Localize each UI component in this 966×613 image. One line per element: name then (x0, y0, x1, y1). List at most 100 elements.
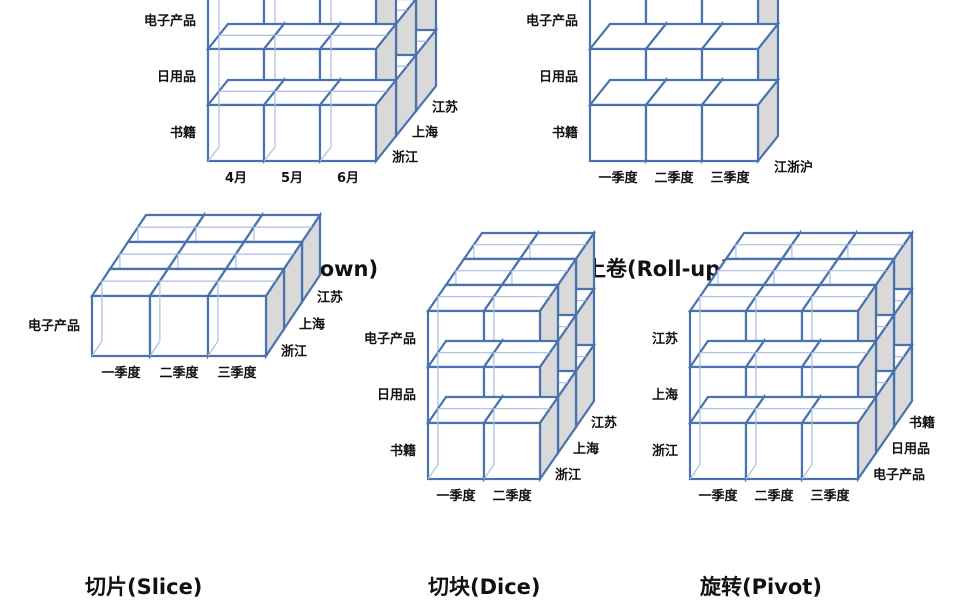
cube-hidden-edge (319, 146, 332, 162)
cube-hidden-edges (101, 280, 160, 342)
panel-rollup: 电子产品日用品书籍一季度二季度三季度江浙沪上卷(Roll-up) (526, 0, 813, 281)
cube-hidden-edges (755, 408, 812, 465)
cube-hidden-edges (699, 352, 756, 409)
panel-dice: 电子产品日用品书籍一季度二季度江苏上海浙江切块(Dice) (364, 229, 617, 599)
cube-hidden-edges (330, 0, 332, 36)
depth-label: 江浙沪 (774, 160, 813, 176)
cube-hidden-edge (263, 146, 276, 162)
row-label: 日用品 (539, 70, 578, 85)
column-label: 二季度 (159, 365, 199, 381)
cube-front-face (482, 421, 542, 481)
column-label: 4月 (225, 171, 247, 186)
column-label: 二季度 (754, 488, 794, 504)
row-label: 江苏 (652, 331, 678, 347)
cube-hidden-edges (493, 296, 550, 353)
row-label: 电子产品 (364, 331, 416, 347)
cube-front-face (206, 294, 268, 358)
cube-hidden-edge (801, 464, 813, 480)
depth-label: 浙江 (281, 344, 307, 360)
cube-front-face (800, 421, 860, 481)
cube-hidden-edge (745, 464, 757, 480)
panel-title: 切片(Slice) (85, 575, 202, 599)
cube-cell (205, 265, 287, 360)
column-label: 二季度 (492, 488, 532, 504)
column-label: 三季度 (217, 365, 257, 381)
depth-label: 江苏 (591, 415, 617, 431)
panel-title: 切块(Dice) (428, 575, 541, 599)
cube-hidden-edge (207, 146, 220, 162)
panel-title: 旋转(Pivot) (699, 575, 822, 599)
depth-label: 日用品 (891, 442, 930, 457)
cube-front-face (744, 421, 804, 481)
cube-hidden-edges (437, 296, 494, 353)
panel-pivot: 江苏上海浙江一季度二季度三季度 书籍日用品电子产品旋转(Pivot) (652, 229, 935, 599)
column-label: 三季度 (810, 488, 850, 504)
cube-hidden-edges (811, 408, 868, 465)
cube-hidden-edge (91, 340, 103, 357)
cube-front-face (644, 103, 704, 163)
depth-label: 电子产品 (873, 467, 925, 483)
row-label: 书籍 (170, 125, 196, 141)
cube-cell (699, 76, 781, 165)
column-label: 三季度 (710, 170, 750, 186)
depth-label: 江苏 (317, 290, 343, 306)
cube-hidden-edges (811, 352, 868, 409)
cube-hidden-edges (218, 34, 275, 92)
column-label: 6月 (337, 171, 359, 186)
cube-hidden-edges (218, 90, 275, 148)
row-label: 浙江 (652, 443, 678, 459)
cube-hidden-edge (689, 464, 701, 480)
cube-front-face (318, 103, 378, 163)
cube-hidden-edges (274, 34, 331, 92)
cube-hidden-edges (437, 408, 494, 465)
depth-label: 上海 (412, 125, 438, 141)
row-label: 日用品 (377, 388, 416, 403)
depth-label: 书籍 (909, 415, 935, 431)
cube-cell (799, 393, 879, 483)
cube-hidden-edge (149, 340, 161, 357)
cube-hidden-edges (159, 280, 218, 342)
cube-cell (317, 76, 399, 165)
cube-front-face (426, 421, 486, 481)
row-label: 书籍 (390, 443, 416, 459)
cube-hidden-edges (493, 352, 550, 409)
cube-front-face (148, 294, 210, 358)
cube-front-face (588, 103, 648, 163)
cube-hidden-edge (427, 464, 439, 480)
cube-cell (481, 393, 561, 483)
cube-front-face (700, 103, 760, 163)
column-label: 二季度 (654, 170, 694, 186)
cube-front-face (206, 103, 266, 163)
row-label: 电子产品 (526, 13, 578, 29)
column-label: 5月 (281, 171, 303, 186)
column-label: 一季度 (101, 365, 141, 381)
cube-front-face (90, 294, 152, 358)
cube-hidden-edges (218, 0, 220, 36)
cube-hidden-edges (330, 34, 387, 92)
cube-hidden-edges (493, 408, 550, 465)
column-label: 一季度 (598, 170, 638, 186)
cube-hidden-edge (207, 340, 219, 357)
row-label: 日用品 (157, 70, 196, 85)
cube-front-face (262, 103, 322, 163)
column-label: 一季度 (698, 488, 738, 504)
cube-hidden-edges (274, 0, 276, 36)
row-label: 上海 (652, 387, 678, 403)
cube-hidden-edges (217, 280, 276, 342)
column-label: 一季度 (436, 488, 476, 504)
cube-hidden-edges (699, 408, 756, 465)
cube-hidden-edges (755, 352, 812, 409)
cube-hidden-edges (811, 296, 868, 353)
cube-hidden-edges (330, 90, 387, 148)
row-label: 电子产品 (28, 318, 80, 334)
depth-label: 浙江 (555, 467, 581, 483)
cube-hidden-edges (274, 90, 331, 148)
cube-hidden-edges (755, 296, 812, 353)
cube-hidden-edges (699, 296, 756, 353)
cube-front-face (688, 421, 748, 481)
cube-hidden-edge (483, 464, 495, 480)
depth-label: 上海 (299, 317, 325, 333)
depth-label: 江苏 (432, 100, 458, 116)
